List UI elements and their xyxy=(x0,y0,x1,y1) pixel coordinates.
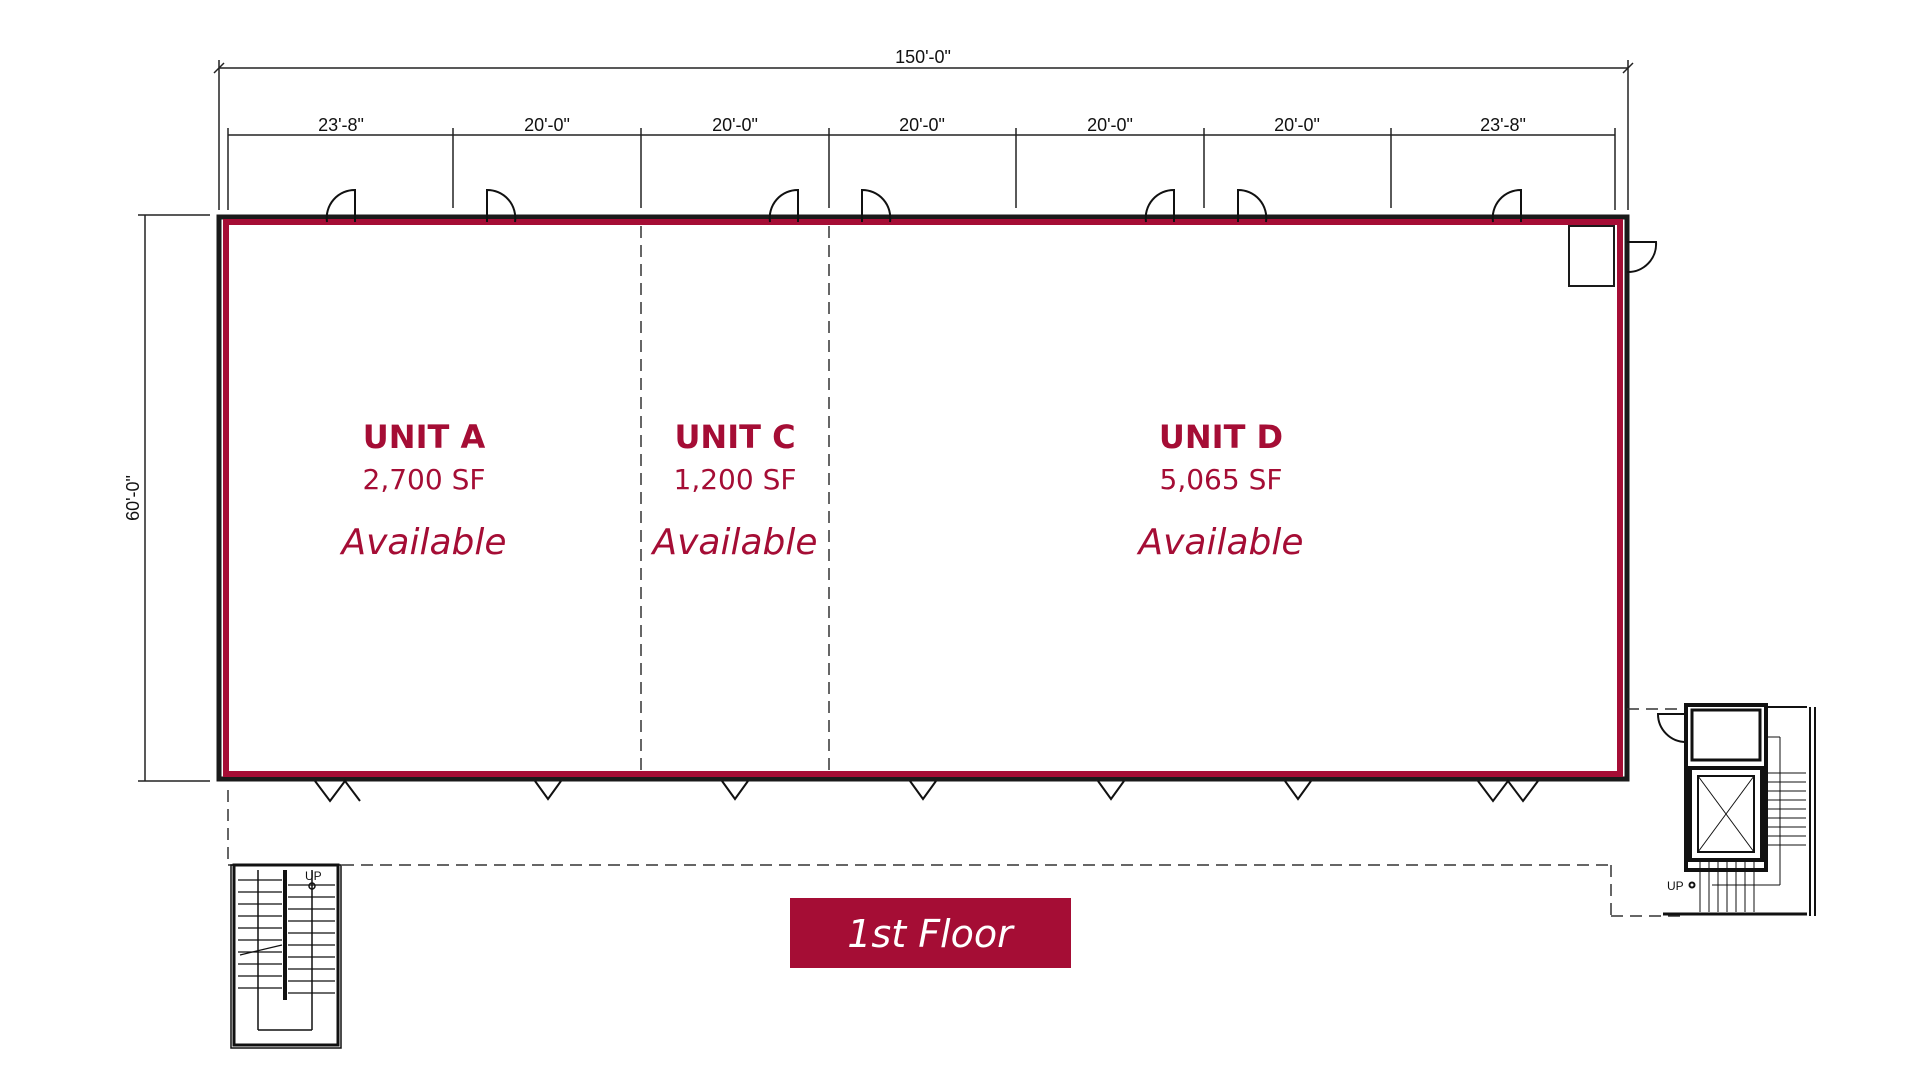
bay-dimension: 23'-8" xyxy=(1480,115,1526,135)
unit-status: Available xyxy=(1136,522,1303,563)
right-stair-elevator xyxy=(1656,703,1816,916)
depth-dimension-label: 60'-0" xyxy=(123,475,143,521)
unit-c-label: UNIT C 1,200 SF Available xyxy=(650,418,817,563)
unit-status: Available xyxy=(339,522,506,563)
overall-dimension xyxy=(213,60,1634,210)
bay-dimension: 20'-0" xyxy=(1087,115,1133,135)
bay-dimension-lines xyxy=(227,128,1616,210)
overall-dimension-label: 150'-0" xyxy=(895,47,951,67)
bay-dimension: 20'-0" xyxy=(712,115,758,135)
bay-dimension: 20'-0" xyxy=(899,115,945,135)
left-stair xyxy=(230,863,342,1049)
unit-name: UNIT C xyxy=(674,418,795,456)
unit-dividers xyxy=(227,226,1685,917)
unit-area: 1,200 SF xyxy=(674,463,797,496)
unit-area: 2,700 SF xyxy=(363,463,486,496)
unit-a-label: UNIT A 2,700 SF Available xyxy=(339,418,506,563)
floor-label: 1st Floor xyxy=(847,912,1015,956)
unit-name: UNIT D xyxy=(1159,418,1283,456)
depth-dimension xyxy=(138,214,210,782)
unit-status: Available xyxy=(650,522,817,563)
bay-dimension: 20'-0" xyxy=(524,115,570,135)
stair-up-label: UP xyxy=(305,869,322,883)
unit-area: 5,065 SF xyxy=(1160,463,1283,496)
unit-name: UNIT A xyxy=(363,418,486,456)
floor-label-badge: 1st Floor xyxy=(790,898,1071,968)
building-walls xyxy=(216,214,1630,782)
bay-dimension: 23'-8" xyxy=(318,115,364,135)
stair-up-label: UP xyxy=(1667,879,1684,893)
bay-dimension: 20'-0" xyxy=(1274,115,1320,135)
unit-d-label: UNIT D 5,065 SF Available xyxy=(1136,418,1303,563)
door-icons xyxy=(314,188,1658,803)
